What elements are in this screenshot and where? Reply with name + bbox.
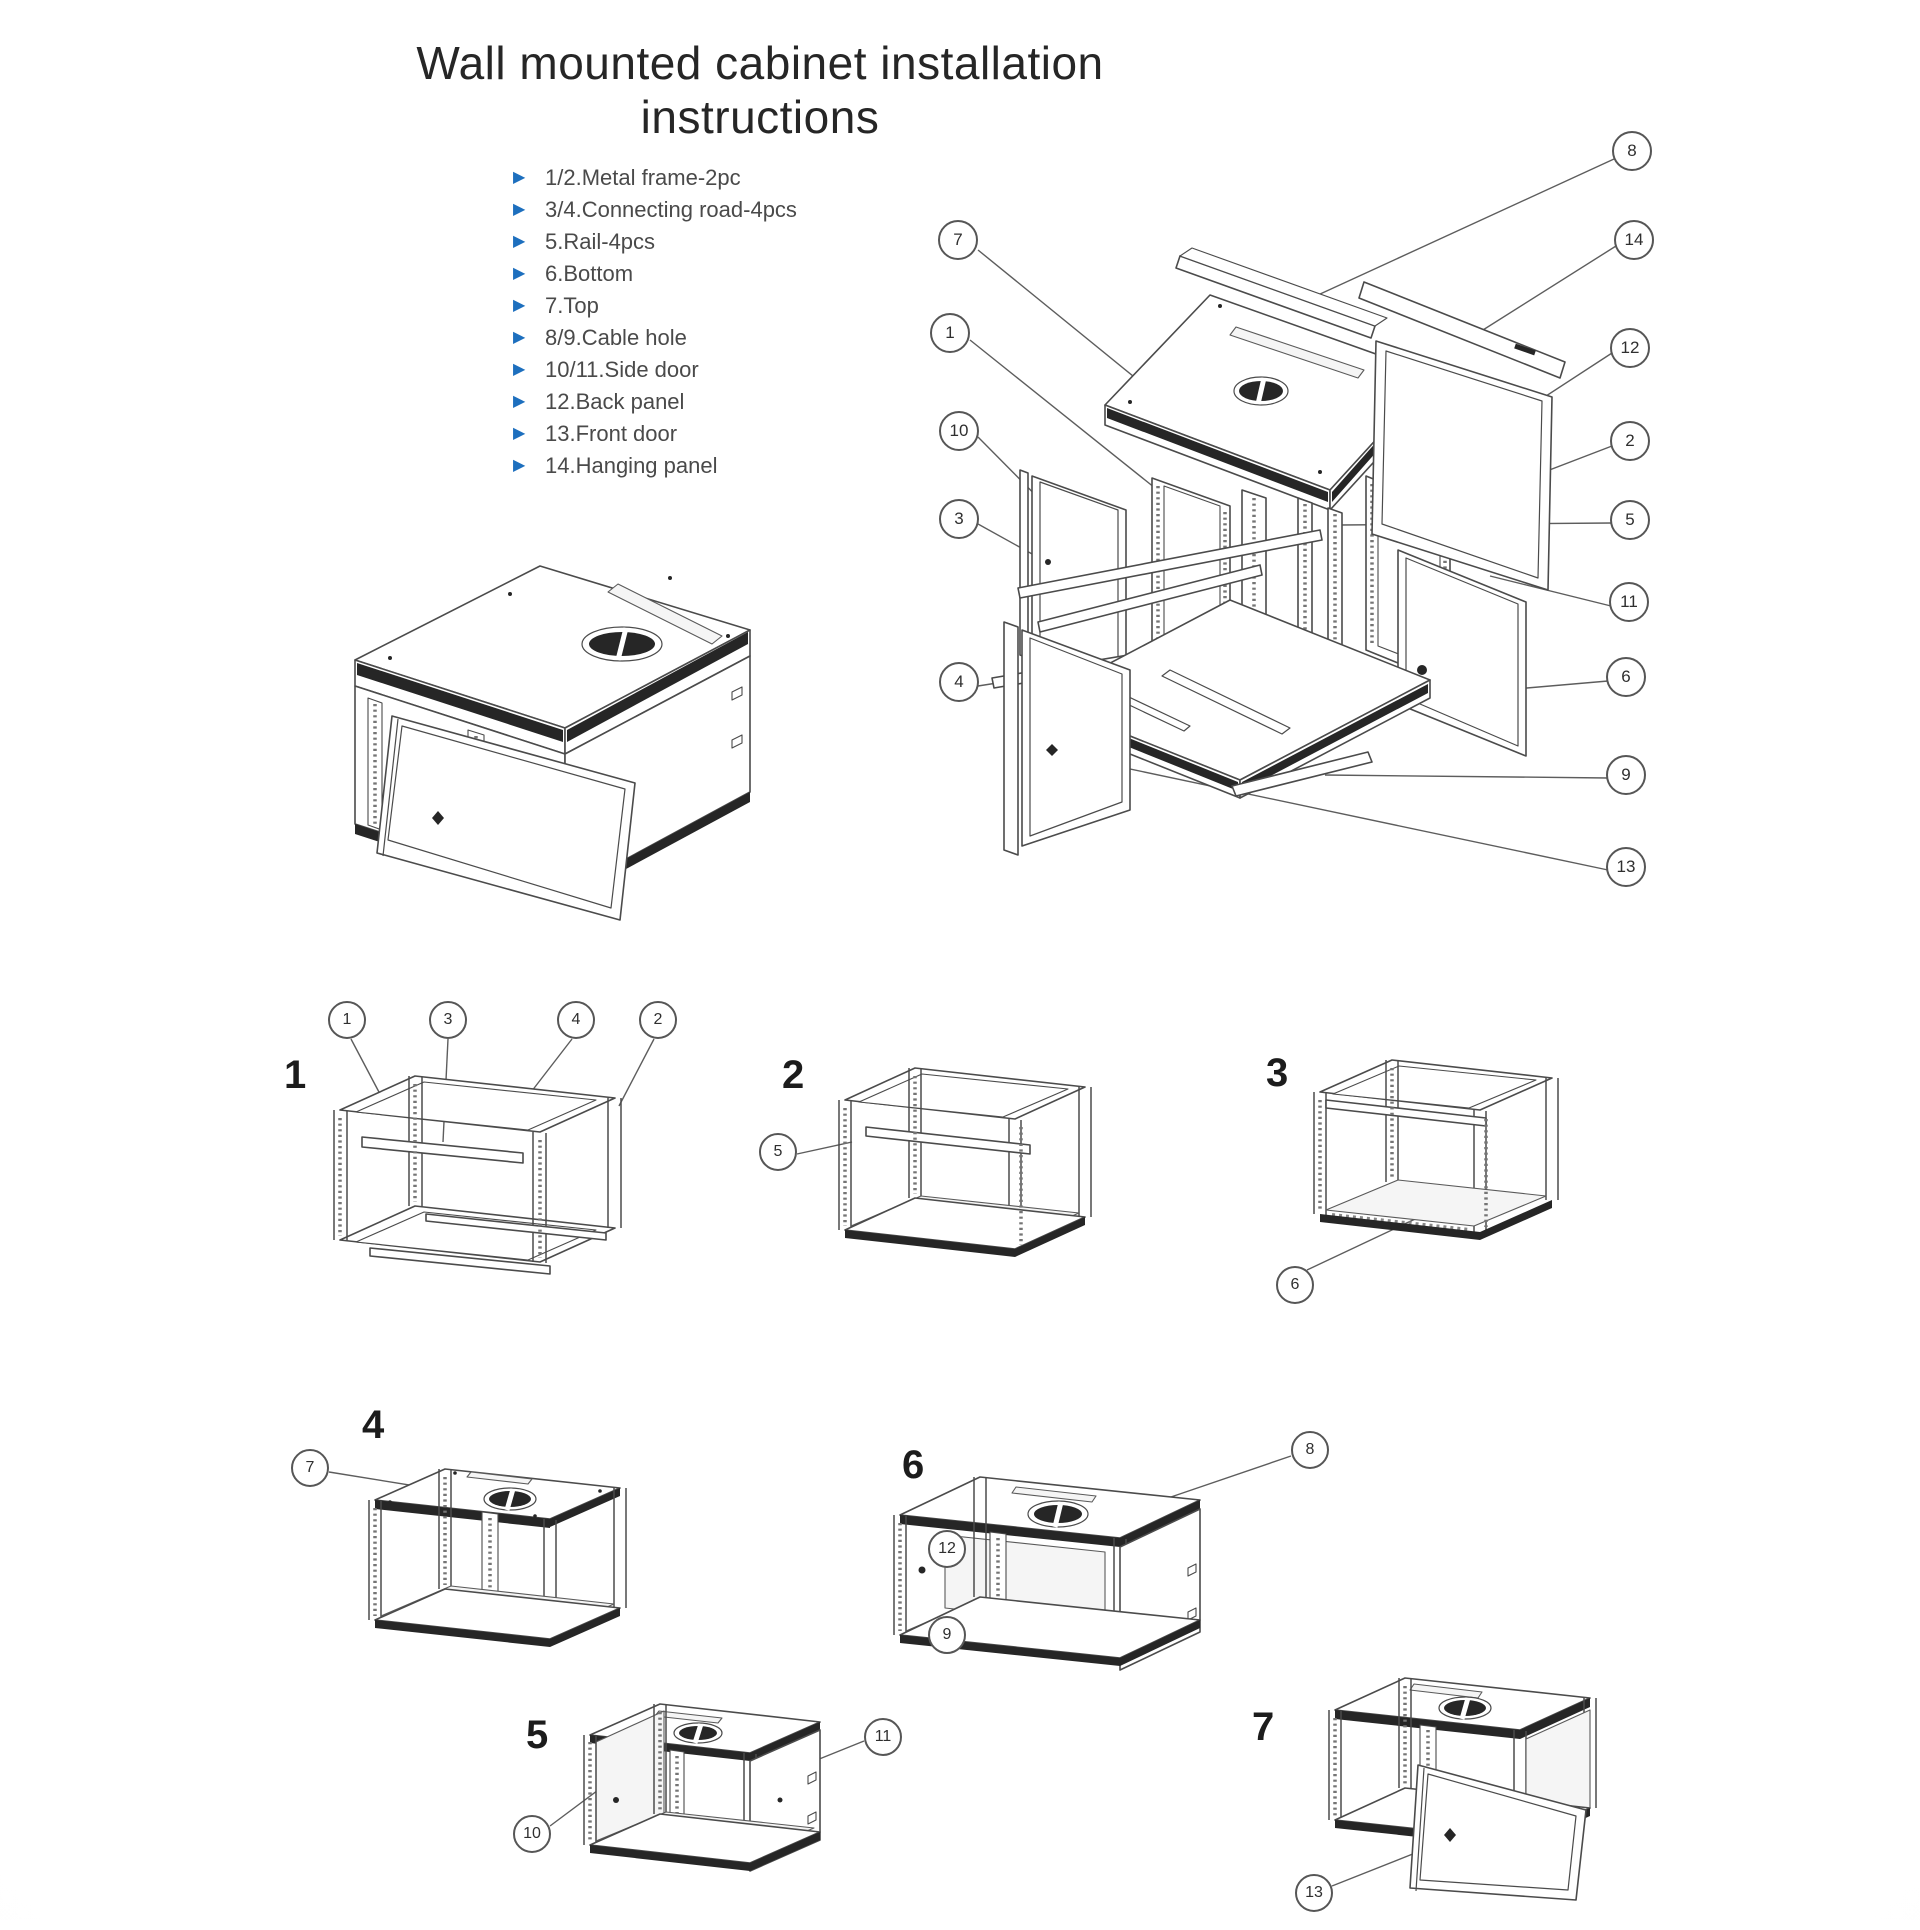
step-6-drawing <box>893 1455 1292 1671</box>
step-4-figure: 4 7 <box>230 1400 670 1720</box>
open-front-door-drawing <box>1409 1764 1587 1901</box>
step1-callout-3: 3 <box>429 1001 467 1039</box>
parts-list-label: 3/4.Connecting road-4pcs <box>545 197 797 222</box>
step4-callout-7: 7 <box>291 1449 329 1487</box>
step6-callout-9: 9 <box>928 1616 966 1654</box>
step-2-number: 2 <box>782 1053 805 1097</box>
parts-list-item: 13.Front door <box>513 418 797 450</box>
parts-list-item: 12.Back panel <box>513 386 797 418</box>
parts-list: 1/2.Metal frame-2pc 3/4.Connecting road-… <box>513 162 797 482</box>
parts-list-label: 8/9.Cable hole <box>545 325 687 350</box>
step6-callout-8: 8 <box>1291 1431 1329 1469</box>
parts-list-item: 7.Top <box>513 290 797 322</box>
bullet-arrow-icon <box>513 362 545 378</box>
front-door-13 <box>1003 621 1131 856</box>
step-1-number: 1 <box>284 1053 307 1097</box>
connecting-rod-3 <box>1017 529 1323 633</box>
step1-callout-2: 2 <box>639 1001 677 1039</box>
back-panel-12 <box>1371 340 1553 591</box>
bullet-arrow-icon <box>513 202 545 218</box>
parts-list-item: 3/4.Connecting road-4pcs <box>513 194 797 226</box>
step5-callout-11: 11 <box>864 1718 902 1756</box>
step-3-number: 3 <box>1266 1051 1289 1095</box>
callout-10: 10 <box>939 411 979 451</box>
step-2-drawing <box>796 1067 1092 1257</box>
top-panel-7 <box>1104 294 1436 511</box>
bullet-arrow-icon <box>513 330 545 346</box>
step-1-figure: 1 1 3 4 2 <box>230 990 680 1320</box>
parts-list-label: 7.Top <box>545 293 599 318</box>
bullet-arrow-icon <box>513 298 545 314</box>
callout-5: 5 <box>1610 500 1650 540</box>
callout-12: 12 <box>1610 328 1650 368</box>
step-5-drawing <box>549 1703 865 1872</box>
parts-list-item: 6.Bottom <box>513 258 797 290</box>
callout-7: 7 <box>938 220 978 260</box>
hanging-panel-14 <box>1358 281 1566 379</box>
callout-14: 14 <box>1614 220 1654 260</box>
assembled-cabinet-drawing <box>354 565 751 921</box>
bullet-arrow-icon <box>513 266 545 282</box>
step-6-number: 6 <box>902 1443 925 1487</box>
open-front-door-drawing <box>376 715 636 921</box>
assembled-cabinet-figure <box>330 540 780 930</box>
step1-callout-1: 1 <box>328 1001 366 1039</box>
step-2-figure: 2 5 <box>620 1030 1100 1320</box>
step-1-drawing <box>333 1038 655 1275</box>
callout-4: 4 <box>939 662 979 702</box>
step-4-drawing <box>328 1468 627 1647</box>
page-title: Wall mounted cabinet installation instru… <box>416 37 1104 143</box>
bullet-arrow-icon <box>513 394 545 410</box>
parts-list-item: 14.Hanging panel <box>513 450 797 482</box>
callout-2: 2 <box>1610 421 1650 461</box>
bullet-arrow-icon <box>513 426 545 442</box>
cable-hole-bar-8 <box>1175 247 1388 339</box>
step5-callout-10: 10 <box>513 1815 551 1853</box>
step-7-drawing <box>1328 1677 1597 1901</box>
cable-hole-bar-9 <box>1231 751 1373 797</box>
parts-list-label: 13.Front door <box>545 421 678 446</box>
parts-list-label: 14.Hanging panel <box>545 453 718 478</box>
bullet-arrow-icon <box>513 234 545 250</box>
parts-list-label: 10/11.Side door <box>545 357 699 382</box>
parts-list-item: 5.Rail-4pcs <box>513 226 797 258</box>
callout-6: 6 <box>1606 657 1646 697</box>
exploded-view-diagram: 7 1 10 3 4 8 14 12 2 5 11 6 9 13 <box>930 110 1690 930</box>
step-5-figure: 5 11 10 <box>420 1680 980 1930</box>
step2-callout-5: 5 <box>759 1133 797 1171</box>
callout-8: 8 <box>1612 131 1652 171</box>
callout-11: 11 <box>1609 582 1649 622</box>
parts-list-label: 6.Bottom <box>545 261 634 286</box>
parts-list-label: 1/2.Metal frame-2pc <box>545 165 741 190</box>
callout-9: 9 <box>1606 755 1646 795</box>
step-6-figure: 6 8 12 9 <box>740 1420 1340 1750</box>
parts-list-item: 8/9.Cable hole <box>513 322 797 354</box>
callout-3: 3 <box>939 499 979 539</box>
step-4-number: 4 <box>362 1403 385 1447</box>
step3-callout-6: 6 <box>1276 1266 1314 1304</box>
step-3-drawing <box>1306 1059 1559 1271</box>
step1-callout-4: 4 <box>557 1001 595 1039</box>
step6-callout-12: 12 <box>928 1530 966 1568</box>
bullet-arrow-icon <box>513 458 545 474</box>
callout-1: 1 <box>930 313 970 353</box>
parts-list-item: 1/2.Metal frame-2pc <box>513 162 797 194</box>
parts-list-label: 12.Back panel <box>545 389 685 414</box>
exploded-view-drawing <box>969 158 1617 871</box>
step-7-number: 7 <box>1252 1705 1275 1749</box>
parts-list-item: 10/11.Side door <box>513 354 797 386</box>
step-5-number: 5 <box>526 1713 549 1757</box>
step-7-figure: 7 13 <box>1020 1650 1680 1920</box>
bullet-arrow-icon <box>513 170 545 186</box>
step7-callout-13: 13 <box>1295 1874 1333 1912</box>
parts-list-label: 5.Rail-4pcs <box>545 229 656 254</box>
side-door-11 <box>1397 549 1527 757</box>
callout-13: 13 <box>1606 847 1646 887</box>
step-3-figure: 3 6 <box>1010 1030 1580 1360</box>
